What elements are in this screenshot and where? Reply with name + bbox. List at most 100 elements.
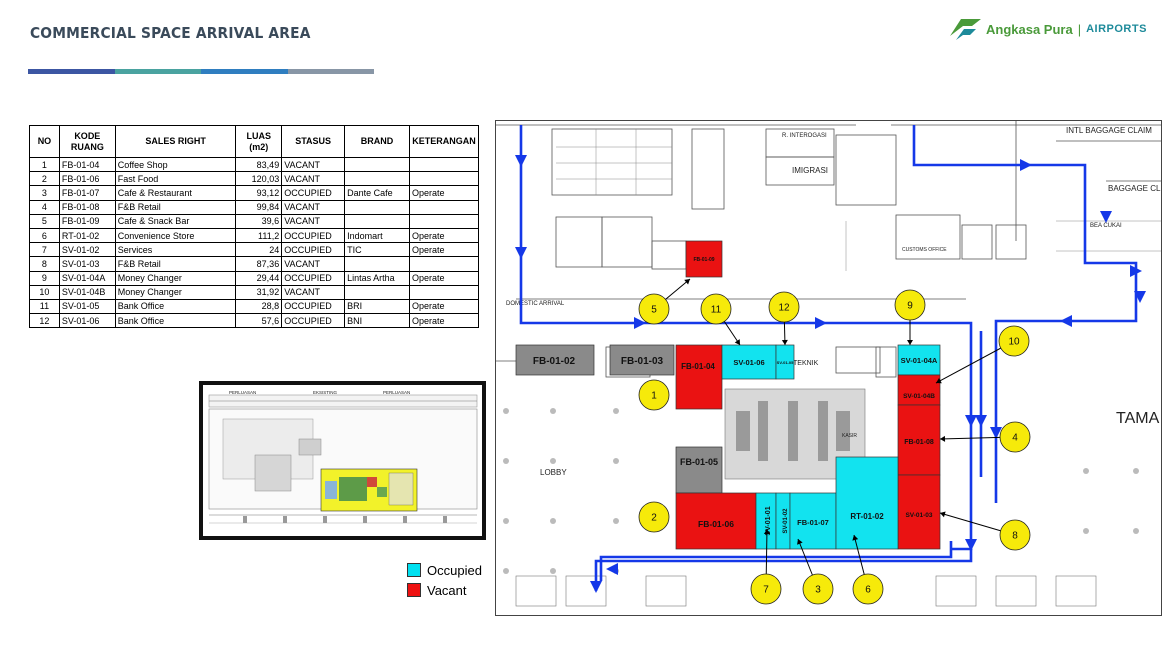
marker-4[interactable]: 4 [999,421,1031,453]
unit-block [675,446,723,494]
floor-plan-drawing: INTL BAGGAGE CLAIM R. INTEROGASI IMIGRAS… [496,121,1161,607]
unit-code-label: FB-01-07 [797,518,829,527]
column-header: NO [29,125,60,158]
unit-fb-01-05[interactable]: FB-01-05 [675,446,723,494]
unit-code-label: RT-01-02 [850,512,884,521]
unit-fb-01-02[interactable]: FB-01-02 [515,344,595,376]
marker-circle [998,325,1030,357]
marker-3[interactable]: 3 [802,573,834,605]
unit-block [675,344,723,410]
sales-right-cell: F&B Retail [114,199,237,215]
status-cell: OCCUPIED [281,227,346,244]
unit-fb-01-08[interactable]: FB-01-08 [897,404,941,476]
marker-7[interactable]: 7 [750,573,782,605]
marker-9[interactable]: 9 [894,289,926,321]
flow-arrowhead-icon [606,563,618,575]
marker-number: 6 [865,585,871,596]
title-underline [28,69,374,74]
sales-right-cell: F&B Retail [114,256,237,272]
luas-cell: 87,36 [235,256,283,272]
marker-number: 12 [778,303,790,314]
unit-code-label: SV-01-05 [777,360,794,365]
marker-circle [999,519,1031,551]
brand-cell: Dante Cafe [344,185,410,201]
flow-line [994,319,1054,503]
brand-cell [344,256,410,272]
brand-cell: TIC [344,242,410,258]
flow-line [912,125,1138,323]
pointer-arrow-icon [797,539,803,545]
marker-2[interactable]: 2 [638,501,670,533]
keterangan-cell [408,199,480,215]
marker-11[interactable]: 11 [700,293,732,325]
unit-fb-01-07[interactable]: FB-01-07 [789,492,837,550]
marker-circle [802,573,834,605]
kode-ruang-cell: FB-01-09 [58,213,116,229]
luas-cell: 120,03 [235,171,283,187]
flow-line [821,321,973,551]
column-header: STASUS [281,125,346,158]
unit-sv-01-04b[interactable]: SV-01-04B [897,374,941,406]
flow-arrowhead-icon [590,581,602,593]
unit-sv-01-02[interactable]: SV-01-02 [775,492,791,550]
room-label: IMIGRASI [792,166,828,175]
room-label: LOBBY [540,468,567,477]
marker-circle [999,421,1031,453]
unit-fb-01-09[interactable]: FB-01-09 [685,240,723,278]
marker-number: 11 [711,305,722,316]
unit-code-label: SV-01-01 [765,506,772,535]
unit-sv-01-01[interactable]: SV-01-01 [755,492,777,550]
passenger-flow-arrows [515,125,1146,593]
keterangan-cell [408,284,480,300]
pointer-arrow-icon [936,377,942,384]
brand-cell [344,171,410,187]
marker-5[interactable]: 5 [638,293,670,325]
room-label: TEKNIK [793,360,819,367]
unit-code-label: FB-01-08 [904,439,934,446]
kode-ruang-cell: SV-01-05 [58,298,116,315]
marker-8[interactable]: 8 [999,519,1031,551]
inset-label: EKSISTING [313,390,338,395]
status-cell: OCCUPIED [281,298,346,315]
unit-fb-01-04[interactable]: FB-01-04 [675,344,723,410]
unit-sv-01-04a[interactable]: SV-01-04A [897,344,941,376]
marker-circle [750,573,782,605]
marker-12[interactable]: 12 [768,291,800,323]
luas-cell: 93,12 [235,185,283,201]
sales-right-cell: Cafe & Restaurant [114,185,237,201]
inset-label: PERLUASAN [383,390,410,395]
unit-sv-01-06[interactable]: SV-01-06 [721,344,777,380]
unit-block [835,456,899,550]
status-cell: VACANT [281,213,346,229]
sales-right-cell: Bank Office [114,313,237,329]
legend-swatch-occupied [407,563,421,577]
luas-cell: 99,84 [235,199,283,215]
kode-ruang-cell: SV-01-06 [58,313,116,329]
pointer-arrow-icon [940,511,946,518]
marker-1[interactable]: 1 [638,379,670,411]
legend-label: Vacant [427,582,467,598]
unit-code-label: SV-01-04B [903,393,935,400]
unit-block [515,344,595,376]
unit-code-label: SV-01-06 [733,358,764,367]
flow-arrowhead-icon [965,415,977,427]
marker-number: 8 [1012,531,1018,542]
unit-sv-01-03[interactable]: SV-01-03 [897,474,941,550]
marker-10[interactable]: 10 [998,325,1030,357]
kode-ruang-cell: SV-01-03 [58,256,116,272]
brand-cell [344,199,410,215]
brand-cell [344,213,410,229]
brand-cell: Lintas Artha [344,270,410,286]
unit-sv-01-05[interactable]: SV-01-05 [775,344,795,380]
flow-arrowhead-icon [815,317,827,329]
marker-6[interactable]: 6 [852,573,884,605]
kode-ruang-cell: SV-01-04A [58,270,116,286]
unit-rt-01-02[interactable]: RT-01-02 [835,456,899,550]
unit-fb-01-03[interactable]: FB-01-03 [609,344,675,376]
unit-fb-01-06[interactable]: FB-01-06 [675,492,757,550]
